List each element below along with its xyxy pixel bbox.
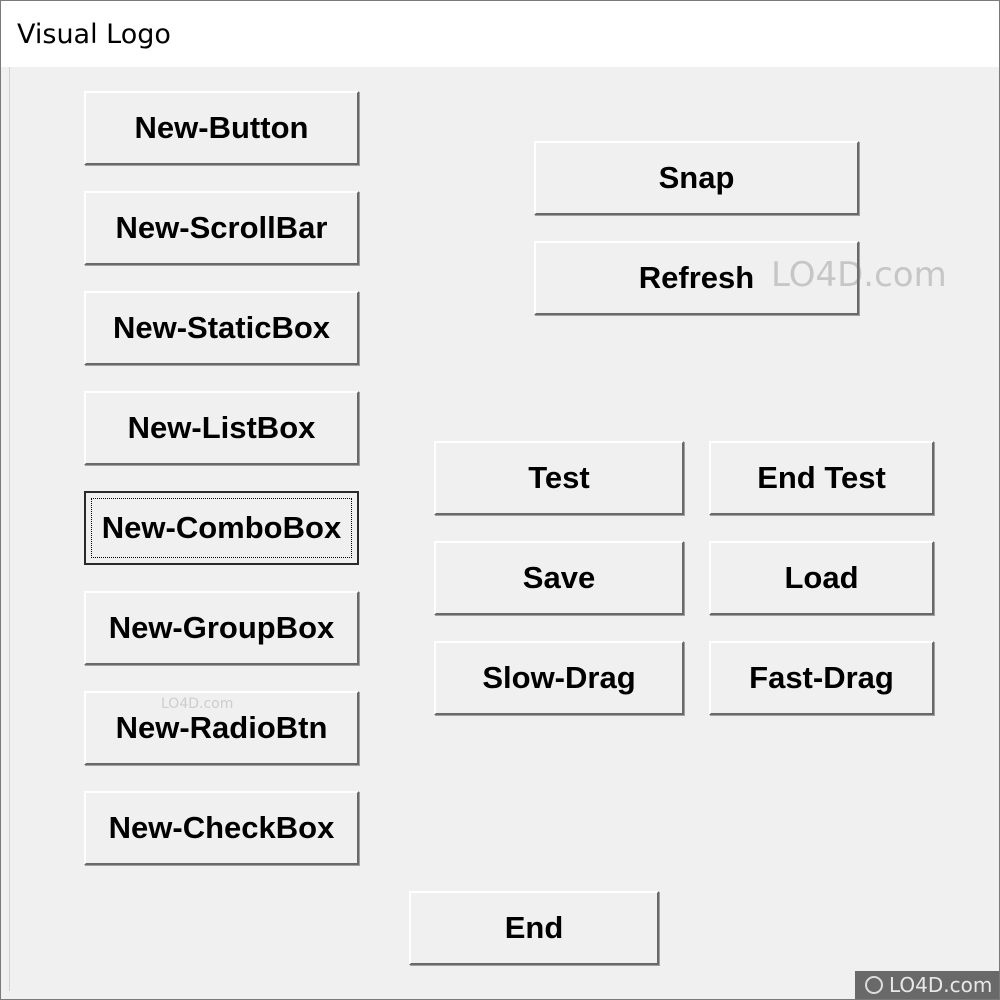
new-scrollbar-label: New-ScrollBar bbox=[115, 210, 328, 245]
new-staticbox-label: New-StaticBox bbox=[112, 310, 331, 345]
test-label: Test bbox=[528, 460, 590, 495]
end-test-button[interactable]: End Test bbox=[709, 441, 934, 515]
window-title: Visual Logo bbox=[17, 19, 171, 50]
new-scrollbar-button[interactable]: New-ScrollBar bbox=[84, 191, 359, 265]
fast-drag-label: Fast-Drag bbox=[749, 660, 894, 695]
save-button[interactable]: Save bbox=[434, 541, 684, 615]
test-button[interactable]: Test bbox=[434, 441, 684, 515]
lo4d-logo-icon bbox=[865, 976, 883, 994]
snap-button[interactable]: Snap bbox=[534, 141, 859, 215]
snap-label: Snap bbox=[658, 160, 735, 195]
slow-drag-label: Slow-Drag bbox=[482, 660, 636, 695]
new-button-label: New-Button bbox=[134, 110, 309, 145]
refresh-label: Refresh bbox=[638, 260, 755, 295]
new-combobox-button[interactable]: New-ComboBox bbox=[84, 491, 359, 565]
refresh-button[interactable]: Refresh bbox=[534, 241, 859, 315]
load-label: Load bbox=[784, 560, 859, 595]
new-combobox-label: New-ComboBox bbox=[101, 510, 342, 545]
end-button[interactable]: End bbox=[409, 891, 659, 965]
watermark-corner: LO4D.com bbox=[855, 971, 999, 999]
new-radiobtn-button[interactable]: New-RadioBtn bbox=[84, 691, 359, 765]
load-button[interactable]: Load bbox=[709, 541, 934, 615]
watermark-corner-text: LO4D.com bbox=[889, 973, 993, 997]
end-test-label: End Test bbox=[757, 460, 886, 495]
new-groupbox-button[interactable]: New-GroupBox bbox=[84, 591, 359, 665]
new-checkbox-button[interactable]: New-CheckBox bbox=[84, 791, 359, 865]
new-button-button[interactable]: New-Button bbox=[84, 91, 359, 165]
new-checkbox-label: New-CheckBox bbox=[108, 810, 335, 845]
new-listbox-label: New-ListBox bbox=[127, 410, 316, 445]
fast-drag-button[interactable]: Fast-Drag bbox=[709, 641, 934, 715]
new-listbox-button[interactable]: New-ListBox bbox=[84, 391, 359, 465]
new-radiobtn-label: New-RadioBtn bbox=[115, 710, 328, 745]
save-label: Save bbox=[522, 560, 596, 595]
new-staticbox-button[interactable]: New-StaticBox bbox=[84, 291, 359, 365]
end-label: End bbox=[504, 910, 564, 945]
slow-drag-button[interactable]: Slow-Drag bbox=[434, 641, 684, 715]
title-bar[interactable]: Visual Logo bbox=[1, 1, 999, 67]
new-groupbox-label: New-GroupBox bbox=[108, 610, 335, 645]
